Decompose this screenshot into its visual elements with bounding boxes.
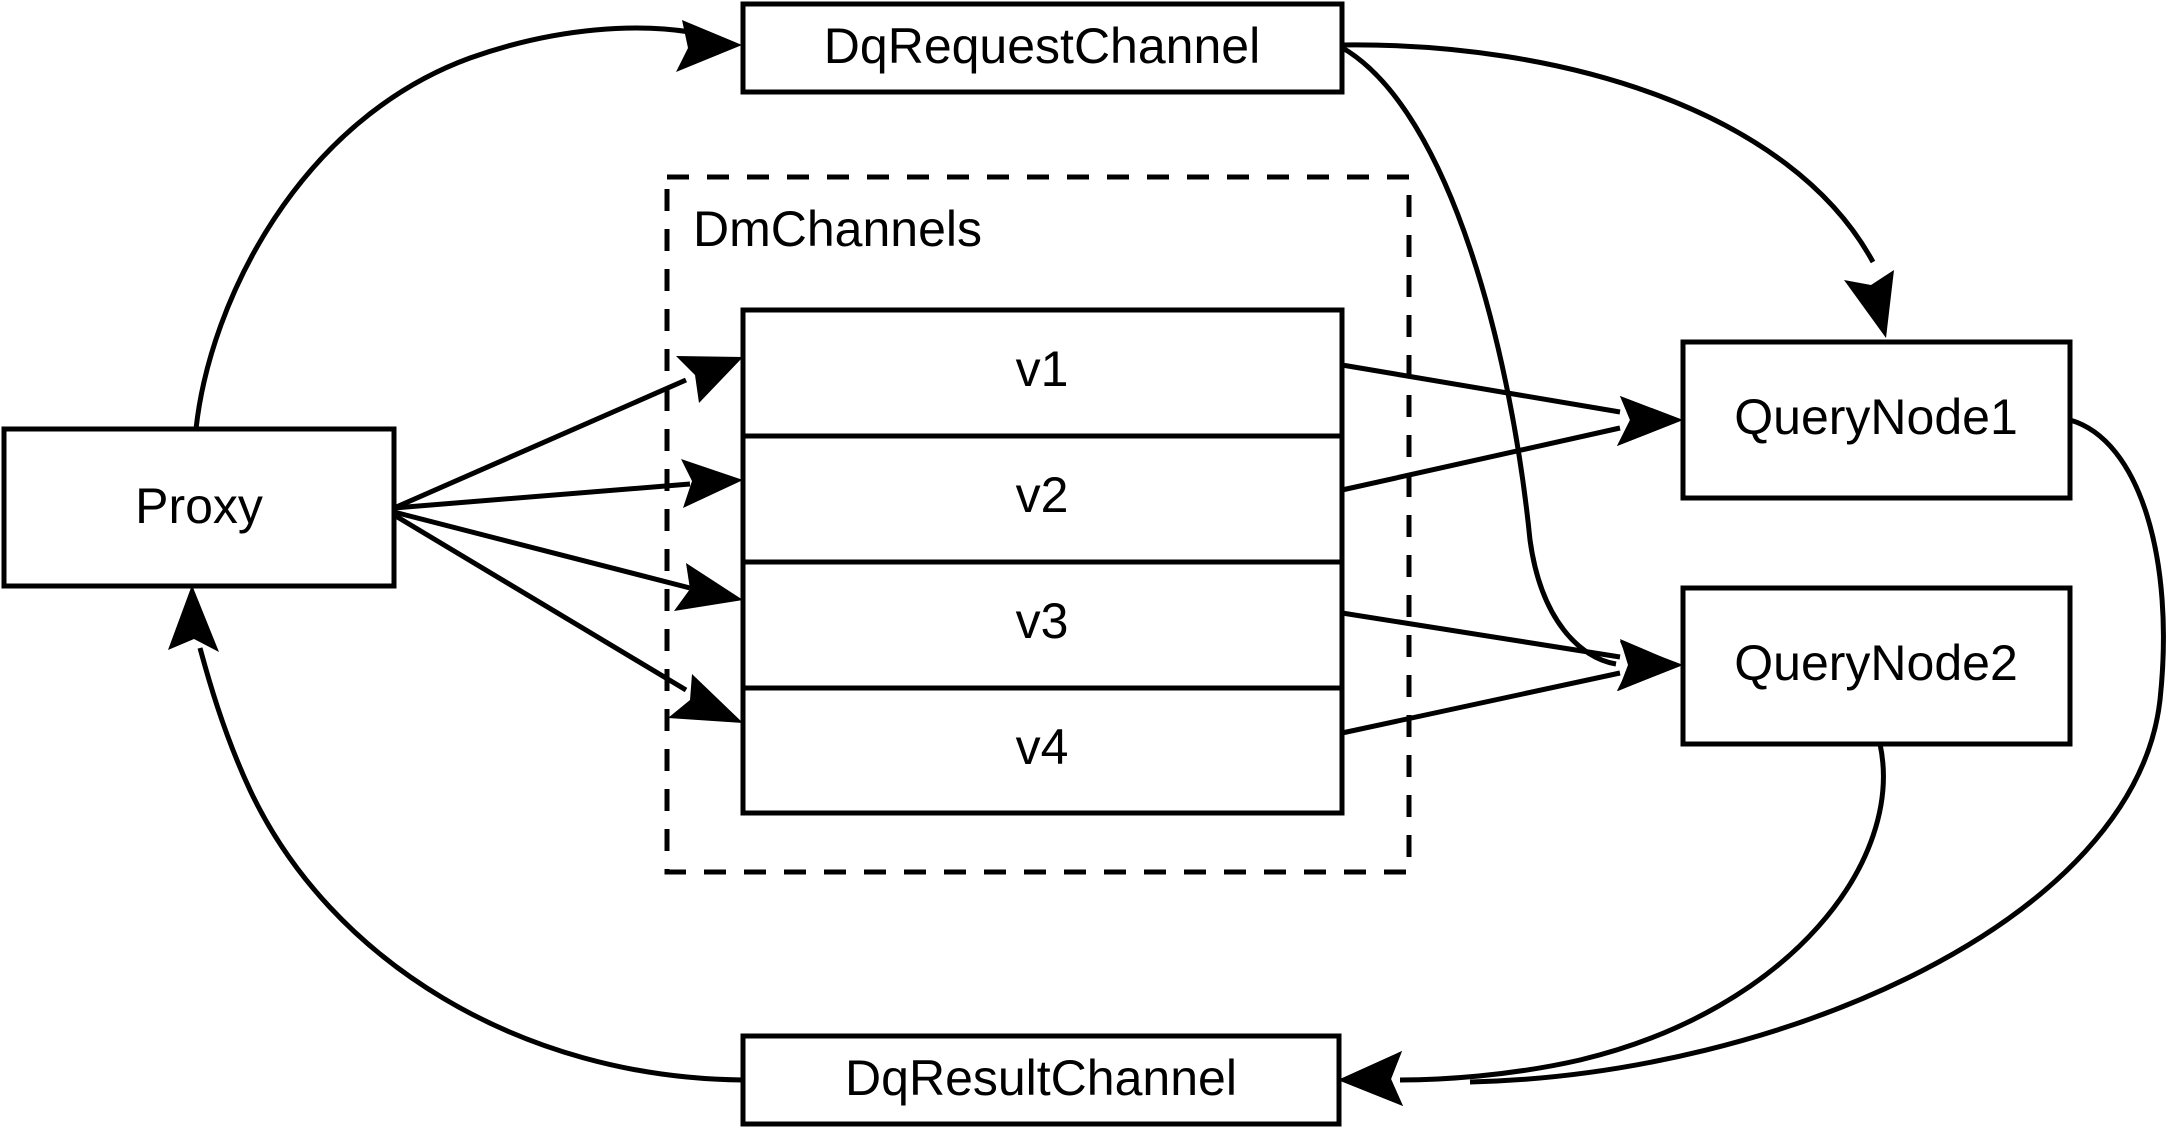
node-dq-request-channel-label: DqRequestChannel <box>824 18 1260 74</box>
edge-dqresultchannel-to-proxy <box>168 585 744 1083</box>
vchannel-row-v2[interactable]: v2 <box>1016 467 1069 523</box>
edge-dqrequestchannel-to-querynode1 <box>1340 42 1894 338</box>
edge-querynode2-to-dqresultchannel <box>1338 743 1886 1106</box>
arrowhead-icon <box>681 459 743 508</box>
node-query-node-1-box[interactable] <box>1680 339 2073 501</box>
edge-proxy-to-v2 <box>393 459 743 511</box>
node-dq-request-channel-box[interactable] <box>740 1 1345 95</box>
vchannel-row-v1[interactable]: v1 <box>1016 341 1069 397</box>
arrowhead-icon <box>676 20 742 72</box>
vchannel-stack: v1 v2 v3 v4 <box>740 307 1345 816</box>
edge-proxy-to-v1 <box>392 356 743 511</box>
dmchannels-group-label: DmChannels <box>693 201 982 257</box>
node-query-node-2-label: QueryNode2 <box>1734 635 2018 691</box>
node-query-node-1-label: QueryNode1 <box>1734 389 2018 445</box>
edge-querynode1-to-dqresultchannel <box>1338 417 2166 1106</box>
vchannel-row-v3[interactable]: v3 <box>1016 593 1069 649</box>
node-query-node-2-box[interactable] <box>1680 585 2073 747</box>
arrowhead-icon <box>668 674 743 723</box>
node-proxy-label: Proxy <box>135 478 263 534</box>
node-query-node-1[interactable]: QueryNode1 <box>1680 339 2073 501</box>
node-query-node-2[interactable]: QueryNode2 <box>1680 585 2073 747</box>
arrowhead-icon <box>1617 396 1683 446</box>
node-proxy[interactable]: Proxy <box>1 426 397 589</box>
node-dq-result-channel[interactable]: DqResultChannel <box>740 1033 1342 1127</box>
edge-proxy-to-v3 <box>393 509 743 611</box>
edge-v4-to-querynode2 <box>1341 641 1683 736</box>
vchannel-row-v4[interactable]: v4 <box>1016 719 1069 775</box>
arrowhead-icon <box>1617 641 1683 691</box>
edge-v2-to-querynode1 <box>1341 396 1683 493</box>
dmchannels-group-border <box>664 174 1412 875</box>
arrowhead-icon <box>676 356 743 403</box>
node-dq-request-channel[interactable]: DqRequestChannel <box>740 1 1345 95</box>
edge-proxy-to-v4 <box>392 512 743 723</box>
arrowhead-icon <box>1338 1051 1403 1106</box>
dmchannels-group: DmChannels <box>664 174 1412 875</box>
node-dq-result-channel-label: DqResultChannel <box>845 1050 1237 1106</box>
arrowhead-icon <box>1844 270 1894 338</box>
edge-proxy-to-dqrequestchannel <box>193 20 742 430</box>
arrowhead-icon <box>168 585 219 652</box>
node-proxy-box[interactable] <box>1 426 397 589</box>
arrowhead-icon <box>674 563 743 611</box>
edge-dqrequestchannel-to-querynode2 <box>1339 44 1681 691</box>
node-dq-result-channel-box[interactable] <box>740 1033 1342 1127</box>
